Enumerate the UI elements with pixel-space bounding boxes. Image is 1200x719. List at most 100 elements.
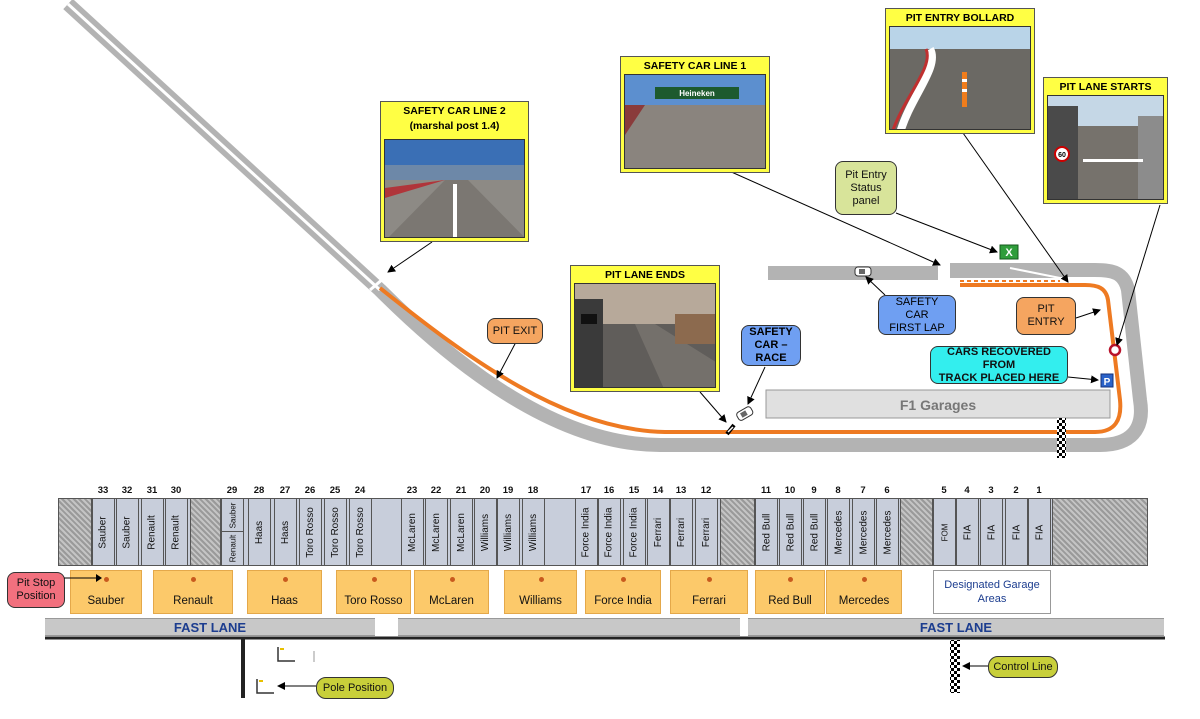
garage-team-label: Mercedes <box>882 510 893 554</box>
garage-team-label: McLaren <box>456 512 467 552</box>
garage-10: Red Bull <box>779 498 802 566</box>
garage-2: FIA <box>1005 498 1028 566</box>
garage-23: McLaren <box>401 498 424 566</box>
garage-team-label: Renault <box>228 534 238 563</box>
garage-33: Sauber <box>92 498 115 566</box>
garage-27: Haas <box>274 498 297 566</box>
pit-lane-ends-title: PIT LANE ENDS <box>605 269 685 281</box>
garage-number: 1 <box>1036 485 1042 496</box>
heineken-banner-text: Heineken <box>679 89 715 98</box>
garage-13: Ferrari <box>670 498 693 566</box>
track-edge-line <box>66 2 382 292</box>
garage-4: FIA <box>956 498 979 566</box>
pit-stop-marker-icon <box>862 577 867 582</box>
garage-number: 9 <box>811 485 817 496</box>
garage-12: Ferrari <box>695 498 718 566</box>
cars-recovered-callout: CARS RECOVERED FROM TRACK PLACED HERE <box>930 346 1068 384</box>
arrow-safety-car-line-2 <box>387 241 433 273</box>
fast-lane-right: FAST LANE <box>748 618 1164 636</box>
pit-entry-status-panel-callout: Pit Entry Status panel <box>835 161 897 215</box>
safety-car-line-1-photo: Heineken <box>624 74 766 169</box>
pit-box-label: McLaren <box>429 595 474 607</box>
pit-stop-marker-icon <box>788 577 793 582</box>
garage-team-label: Red Bull <box>809 513 820 551</box>
pit-stop-marker-icon <box>371 577 377 582</box>
garage-team-label: FIA <box>1034 524 1045 540</box>
garage-number: 31 <box>146 485 158 496</box>
garage-number: 24 <box>354 485 366 496</box>
pit-box-label: Force India <box>594 595 652 607</box>
garage-number: 21 <box>455 485 467 496</box>
pit-stop-position-callout: Pit Stop Position <box>7 572 65 608</box>
garage-team-label: Toro Rosso <box>330 506 342 558</box>
garage-7: Mercedes <box>852 498 875 566</box>
garage-team-label: Haas <box>254 520 266 544</box>
garage-number: 27 <box>279 485 291 496</box>
arrow-pit-lane-starts <box>1115 204 1161 346</box>
pit-box-label: Sauber <box>87 595 125 607</box>
garage-number: 29 <box>226 485 238 496</box>
pit-wall-right <box>950 264 1060 278</box>
garage-number: 26 <box>304 485 316 496</box>
garage-number: 14 <box>652 485 664 496</box>
garage-team-label: Haas <box>280 520 292 544</box>
garage-19: Williams <box>497 498 520 566</box>
pit-entry-bollard-marker <box>1108 343 1122 357</box>
pit-box-label: Toro Rosso <box>344 595 403 607</box>
pit-stop-marker-icon <box>104 577 109 582</box>
garage-number: 15 <box>628 485 640 496</box>
safety-car-line-2-card: SAFETY CAR LINE 2 (marshal post 1.4) <box>380 101 529 242</box>
garage-31: Renault <box>141 498 164 566</box>
pit-box-sauber: Sauber <box>70 570 142 614</box>
pit-box-label: Red Bull <box>768 595 812 607</box>
garage-1: FIA <box>1028 498 1051 566</box>
pit-box-red-bull: Red Bull <box>755 570 825 614</box>
garage-filler-block <box>1052 498 1148 566</box>
fast-lane-left: FAST LANE <box>45 618 375 636</box>
garage-18: Williams <box>522 498 545 566</box>
garage-5: FOM <box>933 498 956 566</box>
safety-car-line-1-title: SAFETY CAR LINE 1 <box>643 60 747 72</box>
pit-lane-starts-card: PIT LANE STARTS 60 <box>1043 77 1168 204</box>
safety-car-first-lap-icon <box>854 266 872 277</box>
pit-box-williams: Williams <box>504 570 577 614</box>
safety-car-race-icon <box>736 406 754 421</box>
pit-entry-callout: PIT ENTRY <box>1016 297 1076 335</box>
garage-number: 17 <box>580 485 592 496</box>
circuit-map: F1 Garages X P <box>63 0 1161 458</box>
svg-text:P: P <box>1104 377 1111 388</box>
pole-position-callout: Pole Position <box>316 677 394 699</box>
safety-car-line-2-photo <box>384 139 525 238</box>
garage-team-label: Ferrari <box>653 517 665 547</box>
garage-9: Red Bull <box>803 498 826 566</box>
safety-car-line-2-title: SAFETY CAR LINE 2 <box>403 105 506 117</box>
pit-box-renault: Renault <box>153 570 233 614</box>
garage-25: Toro Rosso <box>324 498 347 566</box>
pit-box-force-india: Force India <box>585 570 661 614</box>
garage-team-label: Williams <box>503 513 514 551</box>
arrow-pit-lane-ends <box>699 391 727 423</box>
garage-team-label: McLaren <box>407 512 418 552</box>
garage-team-label: Renault <box>147 514 158 550</box>
garage-filler-block <box>720 498 755 566</box>
pit-entry-bollard-card: PIT ENTRY BOLLARD <box>885 8 1035 134</box>
garage-30: Renault <box>165 498 188 566</box>
garage-number: 20 <box>479 485 491 496</box>
garage-number: 5 <box>941 485 947 496</box>
arrow-pit-stop-position <box>64 574 102 582</box>
control-line-flag-top <box>1057 418 1066 458</box>
garage-team-label: Sauber <box>98 515 109 549</box>
pit-stop-marker-icon <box>707 577 712 582</box>
pit-box-label: Williams <box>519 595 562 607</box>
fast-lane-middle <box>398 618 740 636</box>
pit-stop-marker-icon <box>449 577 455 582</box>
garage-15: Force India <box>623 498 646 566</box>
garage-8: Mercedes <box>827 498 850 566</box>
garage-26: Toro Rosso <box>299 498 322 566</box>
pit-box-haas: Haas <box>247 570 322 614</box>
garage-number: 16 <box>603 485 615 496</box>
garage-32: Sauber <box>116 498 139 566</box>
safety-car-line-2-subtitle: (marshal post 1.4) <box>409 120 500 132</box>
